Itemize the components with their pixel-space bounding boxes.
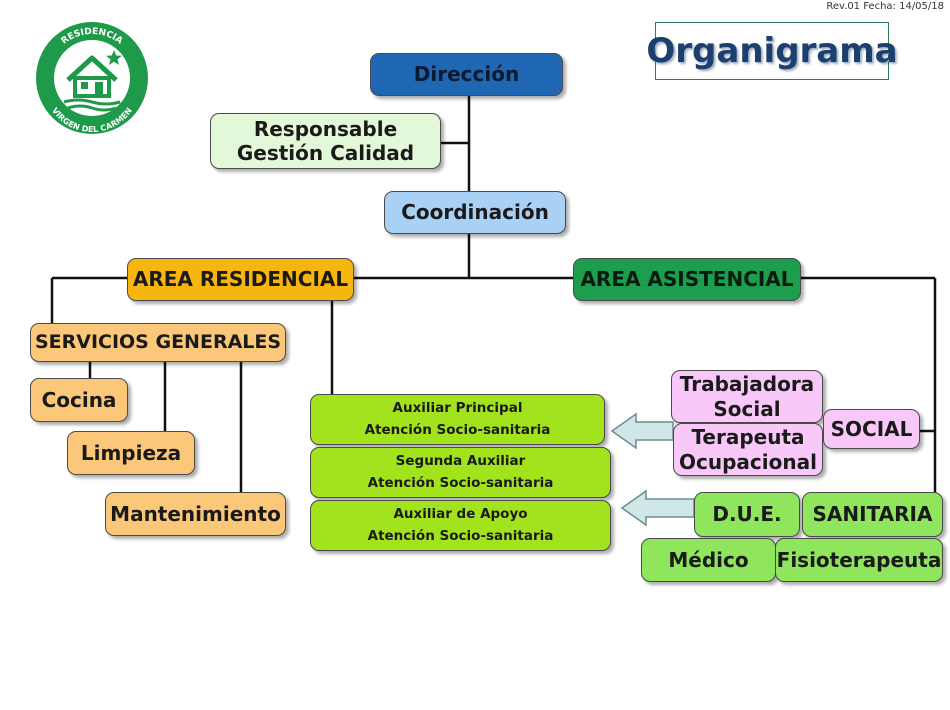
node-cocina: Cocina bbox=[30, 378, 128, 422]
node-fisioterapeuta: Fisioterapeuta bbox=[775, 538, 943, 582]
house-with-star-icon bbox=[63, 50, 122, 112]
page-title: Organigrama bbox=[646, 22, 898, 80]
node-trabajadora-social: Trabajadora Social bbox=[671, 370, 823, 423]
node-direccion: Dirección bbox=[370, 53, 563, 96]
node-due: D.U.E. bbox=[694, 492, 800, 537]
node-coordinacion: Coordinación bbox=[384, 191, 566, 234]
node-terapeuta-ocupacional: Terapeuta Ocupacional bbox=[673, 423, 823, 476]
node-area-asistencial: AREA ASISTENCIAL bbox=[573, 258, 801, 301]
revision-date: Rev.01 Fecha: 14/05/18 bbox=[826, 1, 944, 12]
node-medico: Médico bbox=[641, 538, 776, 582]
node-limpieza: Limpieza bbox=[67, 431, 195, 475]
arrow-sanitaria-to-auxiliares bbox=[620, 489, 695, 527]
node-responsable-calidad: Responsable Gestión Calidad bbox=[210, 113, 441, 169]
node-servicios-generales: SERVICIOS GENERALES bbox=[30, 323, 286, 362]
node-social: SOCIAL bbox=[823, 409, 920, 449]
node-auxiliar-apoyo: Auxiliar de Apoyo Atención Socio-sanitar… bbox=[310, 500, 611, 551]
node-segunda-auxiliar: Segunda Auxiliar Atención Socio-sanitari… bbox=[310, 447, 611, 498]
node-sanitaria: SANITARIA bbox=[802, 492, 943, 537]
node-area-residencial: AREA RESIDENCIAL bbox=[127, 258, 354, 301]
node-mantenimiento: Mantenimiento bbox=[105, 492, 286, 536]
arrow-social-to-auxiliares bbox=[610, 412, 674, 450]
node-auxiliar-principal: Auxiliar Principal Atención Socio-sanita… bbox=[310, 394, 605, 445]
residence-logo: RESIDENCIA VIRGEN DEL CARMEN bbox=[36, 22, 148, 134]
